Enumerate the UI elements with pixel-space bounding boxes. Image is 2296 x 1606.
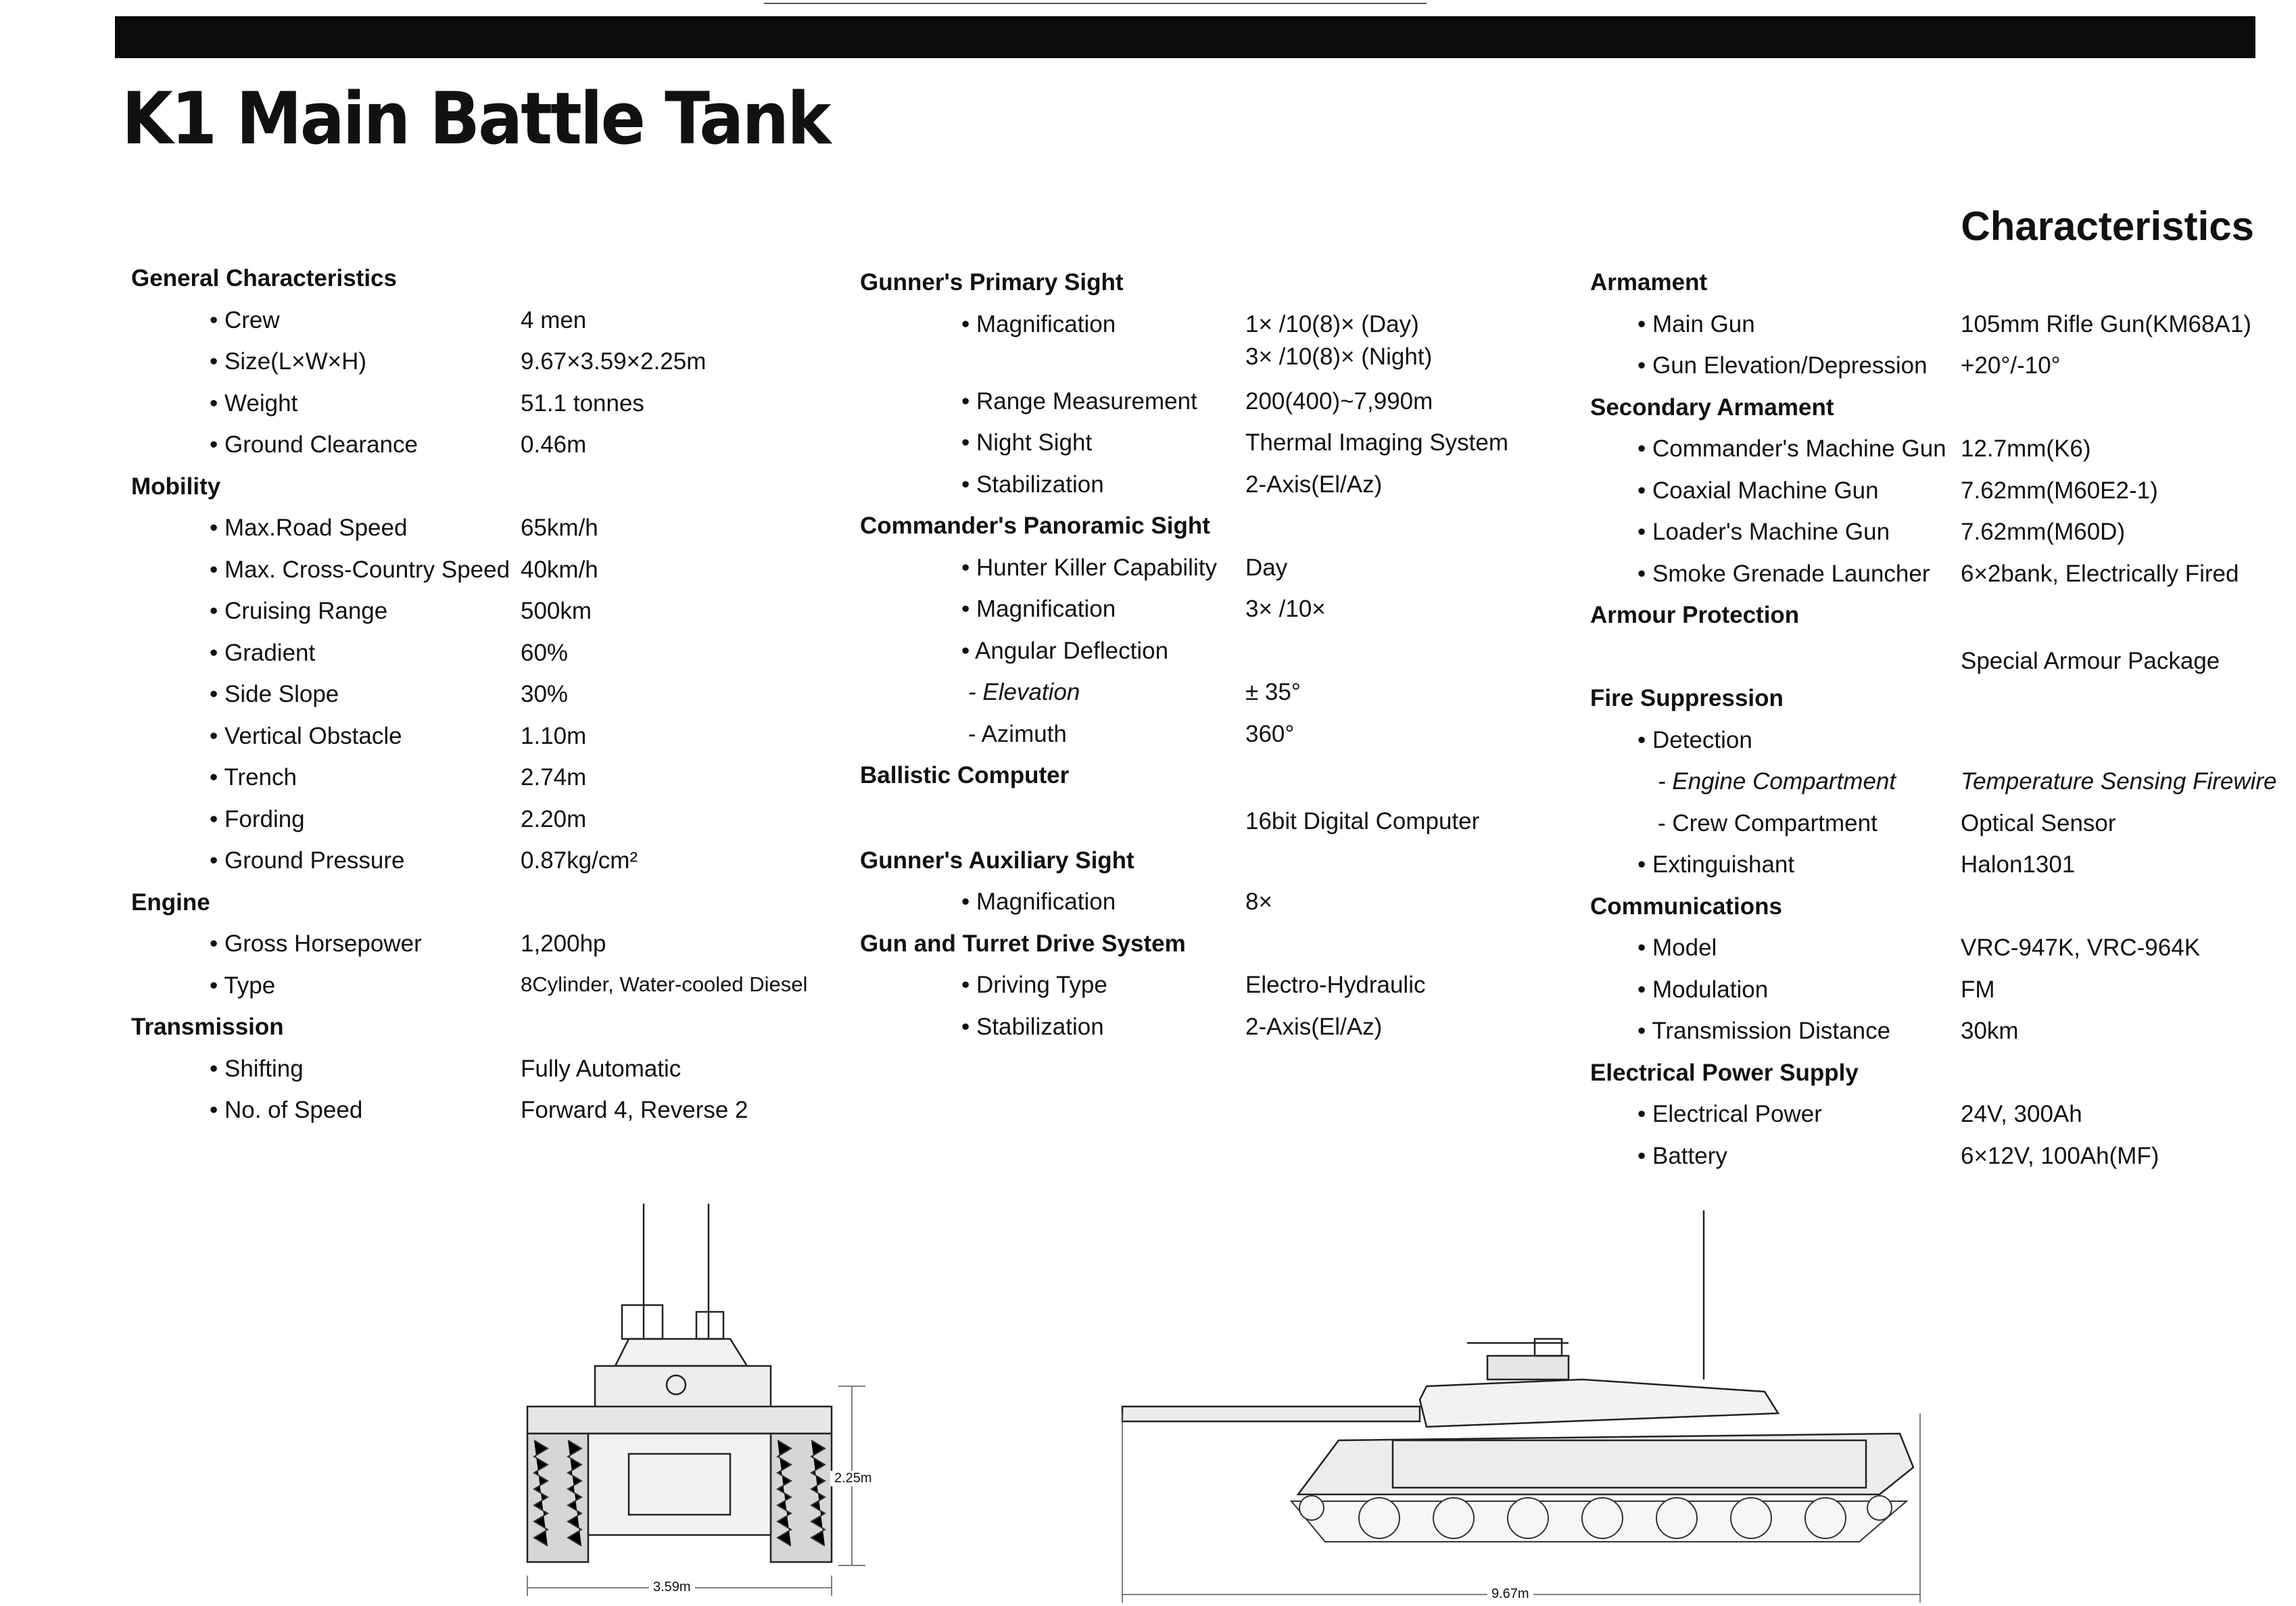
section-communications: Communications — [1590, 893, 1782, 920]
spec-row: Special Armour Package — [1961, 647, 2220, 674]
section-gunners-primary-sight: Gunner's Primary Sight — [860, 269, 1124, 296]
spec-row: 16bit Digital Computer — [1245, 807, 1480, 834]
section-armament: Armament — [1590, 269, 1708, 296]
header-bar — [115, 16, 2255, 58]
section-commanders-panoramic-sight: Commander's Panoramic Sight — [860, 513, 1210, 539]
section-transmission: Transmission — [131, 1014, 284, 1040]
section-gunners-auxiliary-sight: Gunner's Auxiliary Sight — [860, 847, 1134, 874]
spec-row: • Size(L×W×H)9.67×3.59×2.25m — [210, 348, 707, 375]
tank-side-drawing — [1121, 1210, 1921, 1603]
section-gun-turret-drive: Gun and Turret Drive System — [860, 930, 1186, 957]
section-fire-suppression: Fire Suppression — [1590, 685, 1784, 711]
section-mobility: Mobility — [131, 473, 221, 500]
section-armour-protection: Armour Protection — [1590, 602, 1800, 628]
section-secondary-armament: Secondary Armament — [1590, 394, 1834, 421]
section-general: General Characteristics — [131, 265, 397, 291]
page-title: K1 Main Battle Tank — [122, 78, 831, 162]
top-rule — [764, 3, 1427, 4]
tank-front-view: 2.25m 3.59m — [514, 1204, 892, 1596]
section-electrical-power: Electrical Power Supply — [1590, 1059, 1859, 1086]
side-length-label: 9.67m — [1487, 1586, 1533, 1602]
spec-row: • Angular Deflection — [961, 637, 1169, 664]
tank-side-view: 9.67m — [1109, 1210, 1934, 1603]
spec-row: • Detection — [1637, 726, 1752, 753]
spec-row: - Elevation± 35° — [968, 679, 1301, 705]
section-ballistic-computer: Ballistic Computer — [860, 762, 1070, 788]
section-engine: Engine — [131, 889, 210, 916]
tank-front-drawing — [526, 1204, 865, 1596]
characteristics-heading: Characteristics — [1961, 204, 2254, 249]
front-width-label: 3.59m — [649, 1580, 695, 1595]
spec-row: • Gun Elevation/Depression+20°/-10° — [1637, 352, 2061, 379]
front-height-label: 2.25m — [830, 1471, 876, 1486]
